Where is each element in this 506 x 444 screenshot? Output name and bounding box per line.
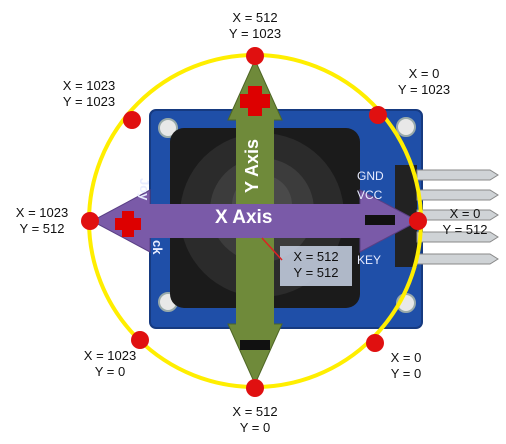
- mount-hole-top-left: [158, 118, 178, 138]
- dot-top-right: [369, 106, 387, 124]
- pin-key: [416, 253, 499, 265]
- dot-top: [246, 47, 264, 65]
- board-brand-text: Joy: [137, 178, 152, 201]
- y-axis-arrow-head-bottom: [227, 323, 283, 386]
- dot-bottom: [246, 379, 264, 397]
- center-pointer: [261, 237, 283, 261]
- pin-label-vcc: VCC: [357, 188, 383, 202]
- dot-bottom-left: [131, 331, 149, 349]
- pin-gnd: [416, 169, 499, 181]
- pin-vry: [416, 231, 499, 243]
- x-axis-label: X Axis: [215, 207, 273, 228]
- dot-right: [409, 212, 427, 230]
- pin-label-gnd: GND: [357, 169, 384, 183]
- pin-vcc: [416, 189, 499, 201]
- dot-left: [81, 212, 99, 230]
- plus-icon-left: [115, 211, 141, 237]
- board-brand-text-2: ck: [150, 240, 165, 255]
- dot-bottom-right: [366, 334, 384, 352]
- x-axis-shaft: [148, 204, 362, 238]
- mount-hole-top-right: [396, 117, 416, 137]
- y-axis-label: Y Axis: [242, 138, 262, 194]
- dot-top-left: [123, 111, 141, 129]
- pin-label-key: KEY: [357, 253, 382, 267]
- plus-icon-top: [240, 86, 270, 116]
- center-readout-box: [280, 246, 352, 286]
- minus-icon-right: [365, 215, 395, 225]
- minus-icon-bottom: [240, 340, 270, 350]
